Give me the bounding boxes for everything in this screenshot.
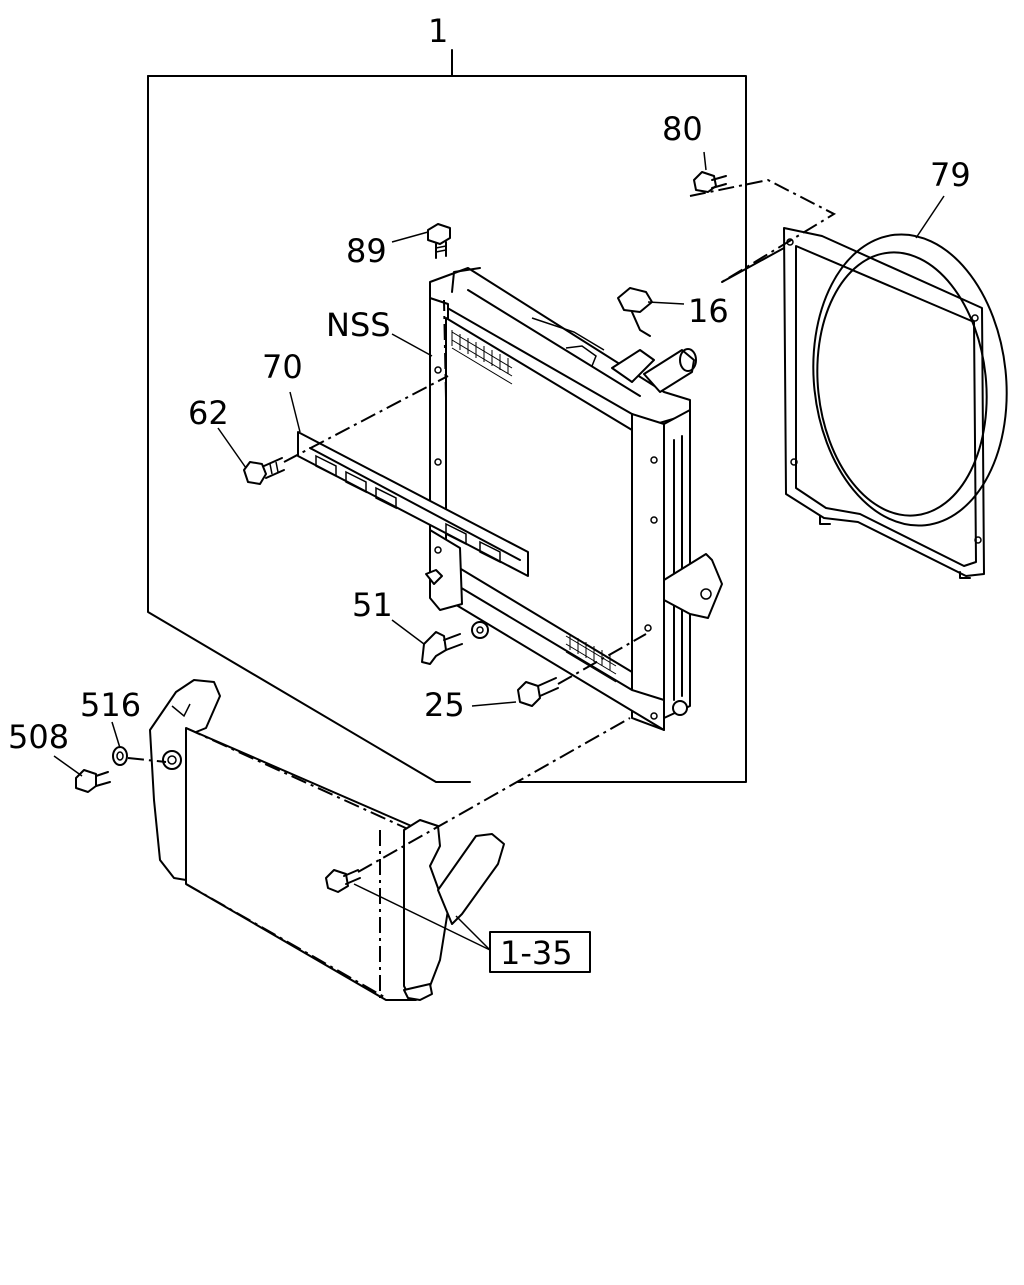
bolt-80-ref-line xyxy=(689,178,837,283)
core-hatching xyxy=(451,330,617,683)
shroud-ref-line xyxy=(721,247,785,283)
bolt-62 xyxy=(243,457,285,485)
label-25: 25 xyxy=(424,686,465,724)
wing-bolt-51 xyxy=(421,621,489,665)
assembly-frame xyxy=(147,49,747,783)
bolt-89-ref-line xyxy=(443,299,447,399)
label-89: 89 xyxy=(346,232,387,270)
label-62: 62 xyxy=(188,394,229,432)
label-1: 1 xyxy=(428,12,448,50)
washer-516 xyxy=(112,746,128,766)
bolt-25-ref-line xyxy=(557,633,647,685)
bolt-89 xyxy=(427,223,451,259)
label-16: 16 xyxy=(688,292,729,330)
label-80: 80 xyxy=(662,110,703,148)
label-508: 508 xyxy=(8,718,69,756)
label-1-35: 1-35 xyxy=(500,934,573,972)
label-70: 70 xyxy=(262,348,303,386)
washer-ref-line xyxy=(127,757,167,763)
leader-lines xyxy=(53,151,945,951)
intercooler-ref-line xyxy=(357,717,631,873)
label-51: 51 xyxy=(352,586,393,624)
bolt-62-ref-line xyxy=(283,375,449,463)
bolt-80 xyxy=(693,171,727,193)
radiator-foot-bracket xyxy=(425,529,463,611)
bolt-25 xyxy=(517,677,559,707)
fan-shroud xyxy=(783,227,1008,579)
label-516: 516 xyxy=(80,686,141,724)
radiator xyxy=(429,267,723,731)
part-labels: 1 80 79 89 16 NSS 70 62 51 25 516 508 1-… xyxy=(8,12,971,972)
bolt-508 xyxy=(75,769,111,793)
label-79: 79 xyxy=(930,156,971,194)
air-guide-70 xyxy=(297,431,529,577)
label-nss: NSS xyxy=(326,306,391,344)
intercooler-bolt xyxy=(325,869,361,893)
reference-box-1-35 xyxy=(489,931,591,973)
intercooler xyxy=(149,679,505,1001)
